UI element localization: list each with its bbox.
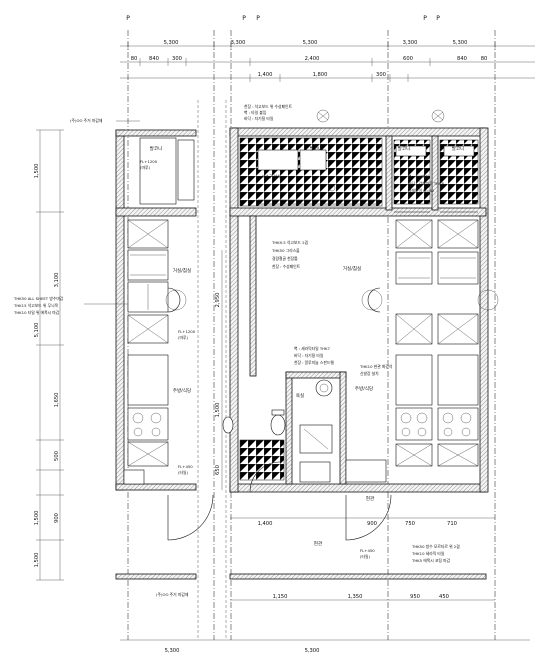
annotation: 천장 : 석고보드 위 수성페인트 <box>244 104 293 109</box>
axis-mark: P <box>126 15 130 22</box>
annotation: (타일) <box>178 470 188 475</box>
annotation: 경량철골 천장틀 <box>272 256 298 261</box>
annotation: 바닥 : 자기질 타일 <box>244 116 274 121</box>
dim-label: 5,100 <box>34 323 40 338</box>
annotation: THK10 세라믹 타일 <box>411 551 445 556</box>
annotation: 천장 : 알루미늄 스판드렐 <box>294 360 334 365</box>
dim-label: 1,500 <box>34 553 40 568</box>
dim-label: 5,300 <box>165 648 180 654</box>
axis-mark: P <box>242 15 246 22</box>
dim-label: 1,500 <box>34 164 40 179</box>
annotations: THK50 ALL SHEET 방수마감 THK15 석고보드 위 무늬목 TH… <box>13 104 460 597</box>
dim-label: 900 <box>367 521 377 527</box>
middle-dimensions: 2,950 1,500 650 <box>215 250 223 490</box>
dim-label: 600 <box>403 56 413 62</box>
dim-label: 300 <box>376 72 386 78</box>
room-label: 거실/침실 <box>173 267 191 274</box>
dim-label: 80 <box>131 56 138 62</box>
room-label: 발코니 <box>150 145 163 152</box>
axis-mark: P <box>256 15 260 22</box>
annotation: FL+450 <box>178 464 193 469</box>
sheet-split <box>197 100 227 640</box>
dim-label: 3,300 <box>403 40 418 46</box>
annotation: THK50 방수 모르타르 위 2겹 <box>411 544 460 549</box>
room-label: 욕실 <box>296 392 304 399</box>
annotation: FL+1200 <box>140 159 158 164</box>
dim-label: 1,500 <box>34 511 40 526</box>
room-label: 발코니 <box>398 145 411 152</box>
dim-label: 1,800 <box>313 72 328 78</box>
room-label: 거실/침실 <box>343 265 361 272</box>
annotation: 바닥 : 강화마루 THK8 <box>408 181 445 186</box>
dim-label: 5,300 <box>453 40 468 46</box>
annotation: THK10 현관 화강석 <box>359 364 393 369</box>
dim-label: 1,350 <box>348 594 363 600</box>
annotation: THK5 에폭시 코팅 마감 <box>411 558 451 563</box>
annotation: FL+1200 <box>178 329 196 334</box>
room-label: 발코니 <box>310 145 323 152</box>
left-unit <box>115 129 214 580</box>
dim-label: 950 <box>410 594 420 600</box>
main-unit <box>165 109 499 580</box>
room-label: 주방/식당 <box>173 387 192 394</box>
annotation: 천장 : 수성페인트 <box>272 264 301 269</box>
room-label: 현관 <box>366 495 375 502</box>
annotation: (마루) <box>178 335 188 340</box>
dim-label: 450 <box>439 594 449 600</box>
annotation: (타일) <box>360 554 370 559</box>
left-dimensions: 1,500 3,100 5,100 1,650 500 1,500 900 1,… <box>34 129 64 581</box>
axis-markers: P P P P P <box>126 15 440 22</box>
annotation: 벽 : 타일 붙임 <box>244 110 266 115</box>
annotation: THK10 타일 위 에폭시 마감 <box>13 310 60 315</box>
dim-label: 80 <box>481 56 488 62</box>
room-label: 발코니 <box>452 145 465 152</box>
dim-label: 5,300 <box>303 40 318 46</box>
dim-label: 2,400 <box>305 56 320 62</box>
dim-label: 3,100 <box>54 273 60 288</box>
annotation: 바닥 : 자기질 타일 <box>294 353 324 358</box>
dim-label: 1,150 <box>273 594 288 600</box>
dim-label: 1,650 <box>54 393 60 408</box>
dim-label: 840 <box>149 56 159 62</box>
bottom-dimensions: 1,400 900 750 710 1,150 1,350 950 450 5,… <box>120 517 530 654</box>
dim-label: 1,400 <box>258 521 273 527</box>
dim-label: 710 <box>447 521 457 527</box>
room-label: 현관 <box>314 540 323 547</box>
annotation: 벽 : 실크벽지 <box>408 174 429 179</box>
dim-label: 500 <box>54 451 60 461</box>
annotation: THK9.5 석고보드 2겹 <box>271 240 308 245</box>
dim-label: 5,300 <box>305 648 320 654</box>
annotation: THK15 석고보드 위 무늬목 <box>13 303 59 308</box>
dim-label: 650 <box>215 465 221 475</box>
dim-label: 1,500 <box>215 403 221 418</box>
dim-label: 840 <box>457 56 467 62</box>
room-label: 주방/식당 <box>355 385 374 392</box>
annotation: 벽 : 세라믹타일 THK7 <box>294 346 331 351</box>
dim-label: 3,300 <box>231 40 246 46</box>
annotation: (주)OO 주거 마감재 <box>70 118 103 123</box>
annotation: 신발장 설치 <box>360 371 379 376</box>
axis-mark: P <box>436 15 440 22</box>
dim-label: 750 <box>405 521 415 527</box>
axis-mark: P <box>423 15 427 22</box>
annotation: 걸레받이 H=80 <box>408 188 435 193</box>
room-labels: 거실/침실 거실/침실 주방/식당 주방/식당 욕실 발코니 발코니 발코니 발… <box>150 145 465 547</box>
annotation: FL+450 <box>360 548 375 553</box>
dim-label: 5,300 <box>164 40 179 46</box>
dim-label: 300 <box>172 56 182 62</box>
annotation: THK50 ALL SHEET 방수마감 <box>13 296 64 301</box>
top-dimensions: 5,300 3,300 5,300 3,300 5,300 2,400 80 8… <box>120 40 535 82</box>
dim-label: 900 <box>54 513 60 523</box>
annotation: (주)OO 주거 마감재 <box>156 592 189 597</box>
annotation: THK50 그라스울 <box>271 248 300 253</box>
annotation: 배수구 설치 <box>262 174 281 179</box>
dim-label: 1,400 <box>258 72 273 78</box>
annotation: (마루) <box>140 165 150 170</box>
dim-label: 2,950 <box>215 293 221 308</box>
